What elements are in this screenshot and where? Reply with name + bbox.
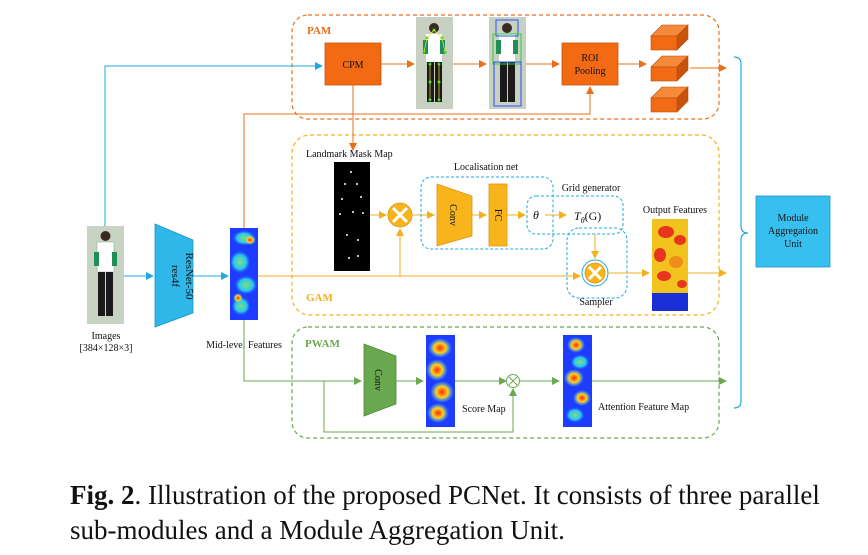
- figure-caption: Fig. 2. Illustration of the proposed PCN…: [70, 478, 850, 548]
- sampler-multiply-icon: [581, 259, 609, 287]
- localisation-net-box: [420, 176, 554, 250]
- pooled-part-features: [650, 24, 689, 113]
- caption-text: . Illustration of the proposed PCNet. It…: [70, 480, 820, 545]
- theta-symbol: θ: [533, 208, 539, 222]
- gam-multiply-icon: [387, 202, 413, 228]
- gam-conv-label: Conv: [447, 204, 458, 226]
- fc-label: FC: [492, 209, 503, 222]
- sampler-label: Sampler: [579, 297, 613, 308]
- attention-feature-map-heatmap: [563, 335, 592, 427]
- mid-level-features-heatmap: [229, 228, 258, 320]
- pwam-label: PWAM: [305, 338, 340, 350]
- output-features-heatmap: [652, 219, 688, 311]
- pwam-conv-block: [363, 343, 397, 417]
- score-map-heatmap: [426, 335, 455, 427]
- mau-label-3: Unit: [784, 239, 802, 250]
- mau-label-1: Module: [777, 213, 809, 224]
- landmark-mask-map: [334, 162, 370, 271]
- gam-container: [291, 134, 720, 316]
- pwam-skip-arrow: [323, 381, 517, 433]
- cpm-label: CPM: [342, 60, 363, 71]
- pose-keypoints-image: [416, 17, 453, 109]
- pcnet-diagram: PAM GAM PWAM Images [384×128×3] ResNet-5…: [80, 14, 831, 439]
- pwam-multiply-icon: [506, 374, 520, 388]
- gam-label: GAM: [306, 292, 334, 304]
- output-features-label: Output Features: [643, 205, 707, 216]
- part-feature-cube-2: [650, 55, 689, 82]
- localisation-net-label: Localisation net: [454, 162, 518, 173]
- resnet-label-2: res4f: [169, 265, 181, 287]
- features-to-pwam-conv-arrow: [243, 320, 362, 385]
- part-feature-cube-3: [650, 86, 689, 113]
- mau-label-2: Aggregation: [768, 226, 818, 237]
- images-label: Images: [92, 331, 121, 342]
- resnet-block: [154, 223, 194, 328]
- roi-label-1: ROI: [581, 53, 598, 64]
- landmark-mask-map-label: Landmark Mask Map: [306, 149, 393, 160]
- part-boxes-image: [489, 17, 526, 109]
- features-to-roi-arrow: [243, 86, 594, 228]
- transform-symbol: Tθ(G): [574, 209, 601, 225]
- images-dimension-label: [384×128×3]: [80, 343, 133, 354]
- attention-feature-map-label: Attention Feature Map: [598, 402, 689, 413]
- module-aggregation-unit: [755, 195, 831, 268]
- sampler-box: [566, 227, 628, 299]
- image-to-cpm-arrow: [104, 62, 323, 226]
- pam-label: PAM: [307, 25, 332, 37]
- score-map-label: Score Map: [462, 404, 506, 415]
- figure-number: Fig. 2: [70, 480, 135, 510]
- part-feature-cube-1: [650, 24, 689, 51]
- input-person-image: [87, 226, 124, 324]
- roi-pooling-block: [561, 42, 619, 86]
- grid-generator-label: Grid generator: [562, 183, 621, 194]
- resnet-label-1: ResNet-50: [183, 252, 195, 300]
- pwam-conv-label: Conv: [372, 369, 383, 391]
- aggregation-bracket: [733, 56, 749, 409]
- gam-conv-block: [436, 183, 473, 247]
- roi-label-2: Pooling: [574, 66, 605, 77]
- grid-generator-box: [526, 195, 624, 235]
- pwam-container: [291, 326, 720, 439]
